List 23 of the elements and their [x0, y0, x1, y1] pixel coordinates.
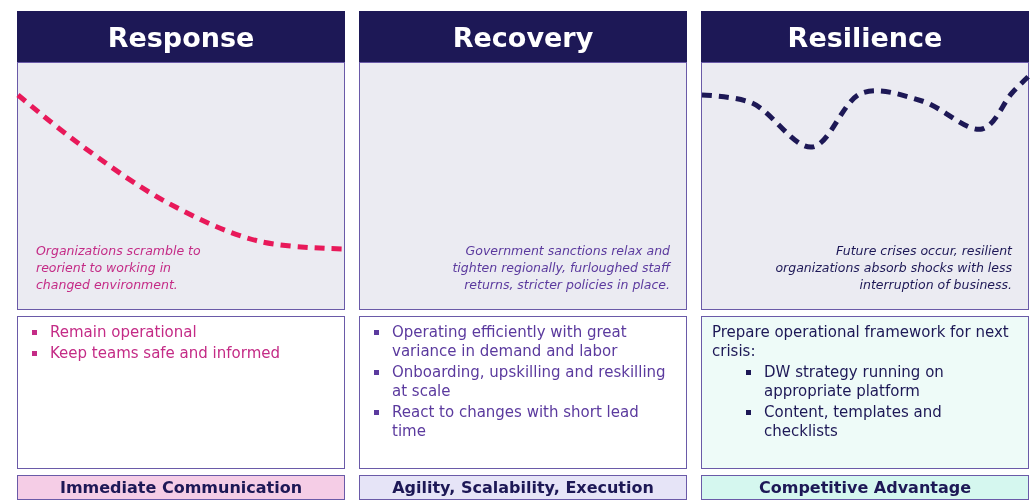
- outcome-bar: Agility, Scalability, Execution: [359, 475, 687, 500]
- list-card: [17, 316, 345, 469]
- outcome-bar: Immediate Communication: [17, 475, 345, 500]
- bullet-item: Remain operational: [28, 323, 334, 342]
- header-bar: Resilience: [701, 11, 1029, 63]
- caption-text: Organizations scramble to reorient to working in changed environment.: [36, 242, 202, 293]
- chart-panel: [17, 62, 345, 310]
- bullet-item: React to changes with short lead time: [370, 403, 676, 441]
- bullet-item: Operating efficiently with great variance in demand and labor: [370, 323, 676, 361]
- chart-panel: [359, 62, 687, 310]
- intro-text: Prepare operational framework for next crisis:: [712, 323, 1010, 361]
- list-card: [359, 316, 687, 469]
- outcome-bar: Competitive Advantage: [701, 475, 1029, 500]
- list-card: [701, 316, 1029, 469]
- header-bar: Recovery: [359, 11, 687, 63]
- chart-panel: [701, 62, 1029, 310]
- bullet-item: Content, templates and checklists: [742, 403, 1018, 441]
- caption-text: Government sanctions relax and tighten regionally, furloughed staff returns, stricter policies in place.: [451, 242, 670, 293]
- header-bar: Response: [17, 11, 345, 63]
- bullet-item: Keep teams safe and informed: [28, 344, 334, 363]
- bullet-item: DW strategy running on appropriate platform: [742, 363, 1018, 401]
- caption-text: Future crises occur, resilient organizations absorb shocks with less interruption of business.: [774, 242, 1012, 293]
- bullet-item: Onboarding, upskilling and reskilling at scale: [370, 363, 676, 401]
